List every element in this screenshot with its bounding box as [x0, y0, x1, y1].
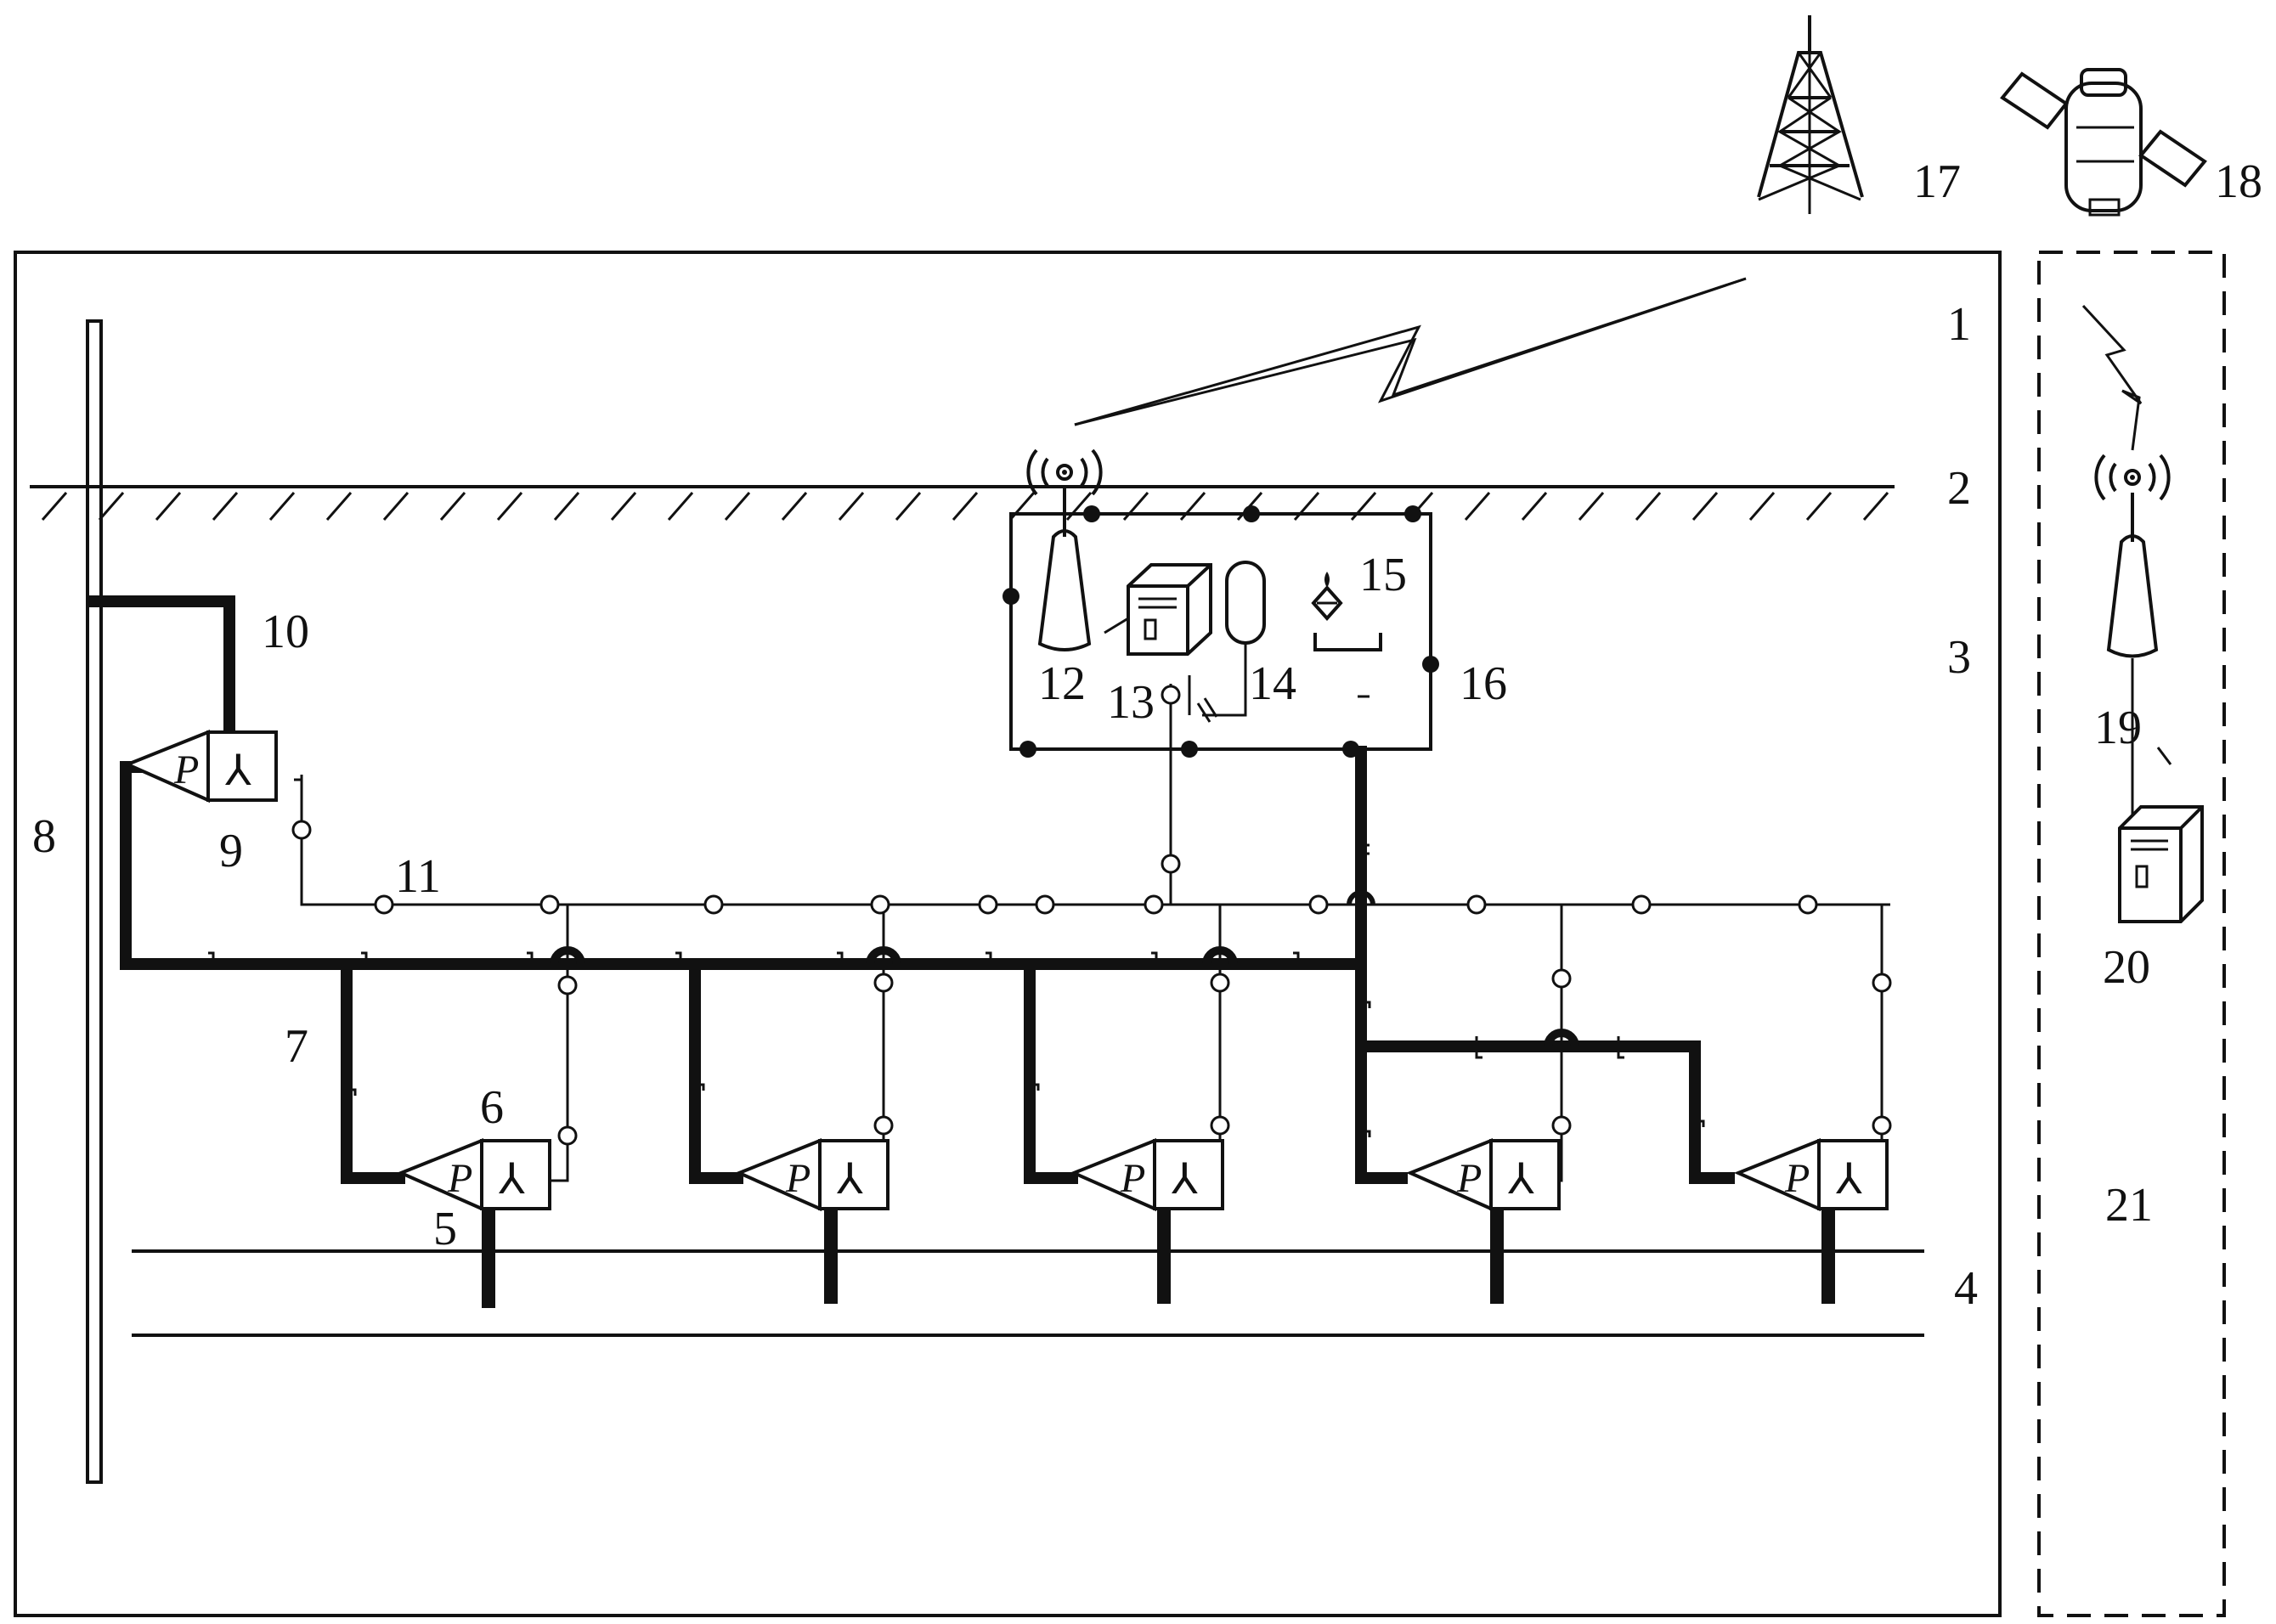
callout-labels: 1 2 3 4 5 6 7 8 9 10 11 12 13 14 15 16 1…: [32, 155, 2262, 1315]
ground-hatch: [496, 492, 523, 521]
label-6: 6: [480, 1081, 504, 1134]
label-18: 18: [2215, 155, 2262, 208]
pump-icon: P⅄: [1733, 1138, 1889, 1212]
satellite-icon: [2000, 68, 2207, 217]
pump-icon: P⅄: [396, 1138, 551, 1212]
remote-center-boundary: [2037, 251, 2226, 1617]
ground-hatch: [41, 492, 68, 521]
ground-hatch: [1805, 492, 1833, 521]
pump-icon: P⅄: [1069, 1138, 1224, 1212]
sensor-nodes: [291, 685, 1892, 1146]
ground-hatch: [1293, 492, 1320, 521]
ground-hatch: [155, 492, 182, 521]
label-21: 21: [2105, 1179, 2153, 1232]
pump-outlets: [482, 1210, 1835, 1308]
pump-units: P⅄P⅄P⅄P⅄P⅄P⅄: [122, 730, 1889, 1212]
ground-hatch: [212, 492, 239, 521]
label-15: 15: [1359, 549, 1407, 601]
label-1: 1: [1947, 298, 1971, 351]
pump-letter: P: [1784, 1156, 1810, 1201]
label-4: 4: [1954, 1262, 1978, 1315]
label-2: 2: [1947, 462, 1971, 515]
signal-tower-icon: [1757, 15, 1864, 214]
pump-icon: P⅄: [1405, 1138, 1561, 1212]
ground-hatch: [268, 492, 296, 521]
ground-hatch: [1179, 492, 1206, 521]
pump-mark: ⅄: [1836, 1155, 1862, 1203]
ground-hatch: [667, 492, 694, 521]
label-12: 12: [1038, 657, 1086, 710]
ground-hatch: [1350, 492, 1377, 521]
detector-icon: [1311, 572, 1382, 651]
label-7: 7: [285, 1020, 308, 1073]
antenna-icon: [1026, 448, 1103, 651]
pipe-crossings: [549, 890, 1580, 1052]
monitoring-area-boundary: [14, 251, 2002, 1617]
ground-hatch: [1122, 492, 1149, 521]
pump-letter: P: [173, 747, 199, 792]
label-9: 9: [219, 825, 243, 877]
remote-antenna-icon: [2094, 454, 2172, 815]
pump-icon: P⅄: [122, 730, 278, 804]
pump-mark: ⅄: [837, 1155, 863, 1203]
pump-mark: ⅄: [225, 747, 251, 794]
signal-cable: [294, 675, 1890, 1182]
ground-hatch: [1008, 492, 1036, 521]
ground-hatch: [952, 492, 979, 521]
ground-hatch: [1521, 492, 1548, 521]
label-3: 3: [1947, 631, 1971, 684]
remote-server-icon: [2118, 805, 2204, 923]
pump-mark: ⅄: [1172, 1155, 1198, 1203]
label-5: 5: [433, 1203, 457, 1255]
ground-hatch: [895, 492, 922, 521]
label-14: 14: [1249, 657, 1296, 710]
ground-hatch: [98, 492, 125, 521]
ground-hatch: [1691, 492, 1719, 521]
ground-hatch: [1748, 492, 1776, 521]
label-17: 17: [1913, 155, 1961, 208]
label-13: 13: [1107, 676, 1155, 729]
ground-hatch: [553, 492, 580, 521]
ground-hatch: [382, 492, 409, 521]
ground-surface: [30, 485, 1895, 521]
pump-letter: P: [1120, 1156, 1145, 1201]
remote-wireless-link: [2081, 304, 2143, 451]
label-16: 16: [1460, 657, 1507, 710]
label-10: 10: [262, 606, 309, 658]
ground-hatch: [610, 492, 637, 521]
ground-hatch: [1578, 492, 1605, 521]
ground-hatch: [1464, 492, 1491, 521]
ground-hatch: [1862, 492, 1889, 521]
wireless-link: [1074, 277, 1747, 426]
label-8: 8: [32, 810, 56, 863]
pump-icon: P⅄: [734, 1138, 890, 1212]
ground-hatch: [781, 492, 808, 521]
pump-letter: P: [447, 1156, 472, 1201]
ground-hatch: [1635, 492, 1662, 521]
control-room: [1002, 505, 1439, 758]
ground-hatch: [838, 492, 865, 521]
pipe-ticks: [208, 695, 1705, 1137]
pump-mark: ⅄: [499, 1155, 525, 1203]
label-11: 11: [395, 850, 441, 903]
ground-hatch: [724, 492, 751, 521]
label-20: 20: [2103, 941, 2150, 994]
pump-mark: ⅄: [1508, 1155, 1534, 1203]
vertical-shaft: [86, 319, 103, 1484]
label-19: 19: [2094, 702, 2142, 754]
ground-hatch: [325, 492, 353, 521]
pump-letter: P: [1456, 1156, 1482, 1201]
ground-hatch: [439, 492, 466, 521]
server-icon: [1104, 563, 1212, 656]
track-rails: [132, 1249, 1924, 1337]
pump-letter: P: [785, 1156, 810, 1201]
